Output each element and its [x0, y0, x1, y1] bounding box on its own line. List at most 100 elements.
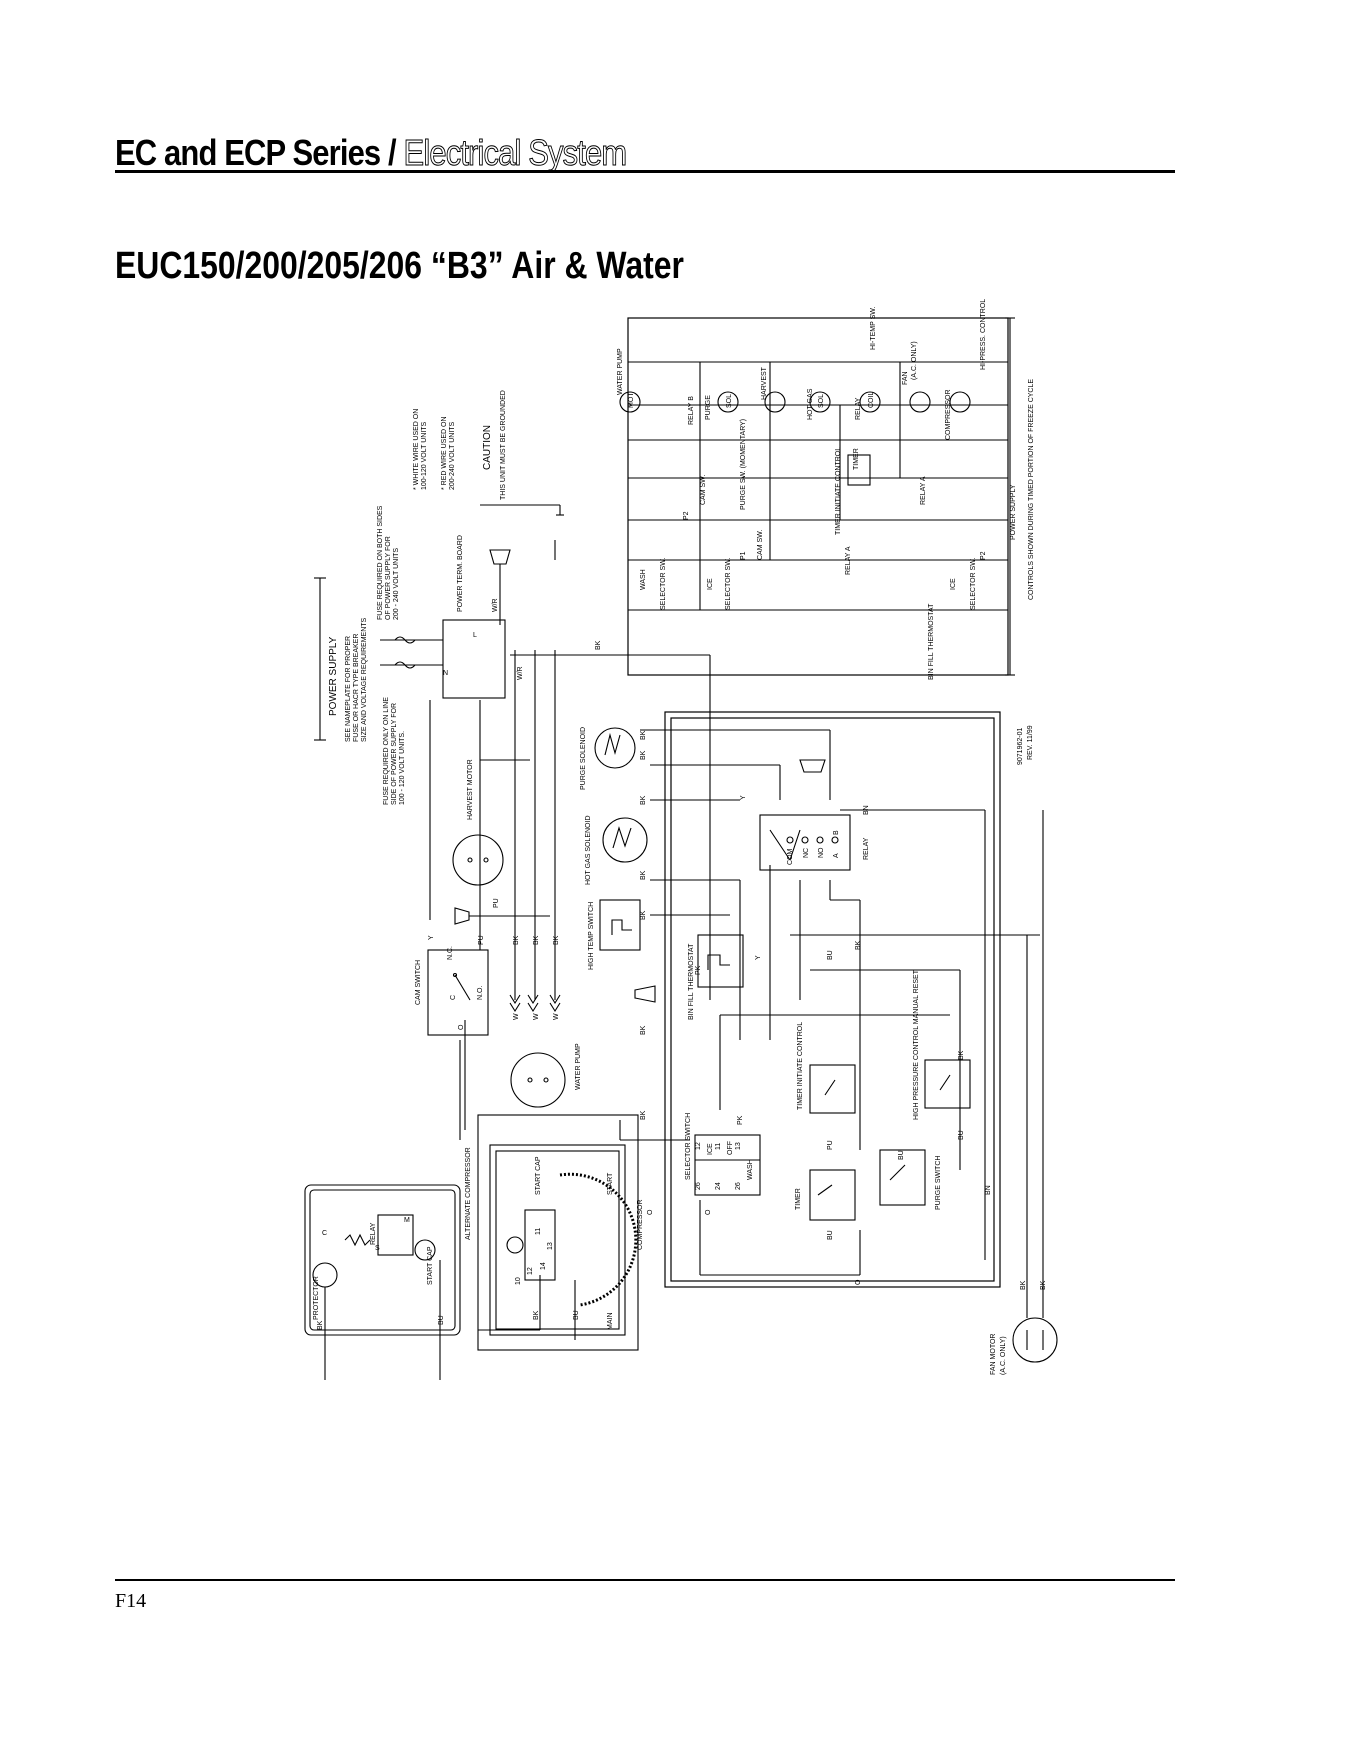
ladder-purge-sw-label: PURGE SW. (MOMENTARY) [740, 419, 747, 510]
alternate-compressor-label: ALTERNATE COMPRESSOR [465, 1147, 472, 1240]
ladder-hi-temp-label: HI-TEMP SW. [870, 307, 877, 350]
wire-bk-4: BK [595, 640, 602, 650]
purge-solenoid-label: PURGE SOLENOID [580, 727, 587, 790]
purge-solenoid-symbol [594, 727, 636, 769]
relay-a-label: A [833, 853, 840, 858]
wire-bk-3: BK [553, 935, 560, 945]
protector-relay [304, 1184, 461, 1380]
wire-bn-2: BN [985, 1185, 992, 1195]
ladder-p2-label: P2 [683, 511, 690, 520]
protector-c-label: C [322, 1230, 327, 1237]
wire-o-2: O [705, 1209, 712, 1215]
ladder-bin-fill-label: BIN FILL THERMOSTAT [928, 603, 935, 680]
wire-bu-2: BU [827, 1230, 834, 1240]
ladder-ice2-label: ICE [950, 578, 957, 590]
ladder-mot-label: MOT [628, 392, 635, 408]
ladder-p1-label: P1 [740, 551, 747, 560]
ladder-ac-only-label: (A.C. ONLY) [911, 341, 918, 380]
relay-no-label: NO [818, 847, 825, 858]
ladder-relay-b-label: RELAY B [688, 396, 695, 425]
white-wire-note-1: * WHITE WIRE USED ON [413, 409, 420, 490]
terminal-12b: 12 [527, 1267, 534, 1275]
fuse-line-2: SIDE OF POWER SUPPLY FOR [391, 703, 398, 805]
terminal-13: 13 [735, 1142, 742, 1150]
compressor-main-label: MAIN [607, 1313, 614, 1331]
ladder-power-supply-label: POWER SUPPLY [1010, 484, 1017, 540]
water-pump-label: WATER PUMP [575, 1043, 582, 1090]
selector-wash-label: WASH [747, 1159, 754, 1180]
terminal-13b: 13 [547, 1242, 554, 1250]
purge-switch-label: PURGE SWITCH [935, 1156, 942, 1210]
ladder-timer-label: TIMER [853, 448, 860, 470]
ladder-sol2-label: SOL [818, 394, 825, 408]
power-note-3: SIZE AND VOLTAGE REQUIREMENTS [361, 617, 368, 742]
wire-bk-9: BK [640, 910, 647, 920]
selector-ice-label: ICE [707, 1143, 714, 1155]
compressor [477, 1114, 639, 1351]
terminal-11: 11 [715, 1143, 722, 1150]
hot-gas-solenoid-label: HOT GAS SOLENOID [585, 816, 592, 886]
drawing-number: 9071962-01 [1017, 728, 1024, 765]
fuse-line-3: 100 - 120 VOLT UNITS. [399, 731, 406, 805]
fuse-both-2: OF POWER SUPPLY FOR [385, 536, 392, 620]
red-wire-note-1: * RED WIRE USED ON [441, 416, 448, 490]
relay-com-label: COM [787, 849, 794, 866]
water-pump-symbol [510, 1052, 566, 1108]
ladder-ice-label: ICE [707, 578, 714, 590]
wire-bk-10: BK [640, 1025, 647, 1035]
ladder-relay-a2-label: RELAY A [920, 476, 927, 505]
ladder-sol-label: SOL [726, 394, 733, 408]
ladder-relay-label: RELAY [855, 397, 862, 420]
purge-switch-symbol [879, 1149, 926, 1206]
white-wire-note-2: 100-120 VOLT UNITS [421, 421, 428, 490]
ladder-selector-sw3-label: SELECTOR SW. [970, 558, 977, 610]
wire-bk-14: BK [1020, 1280, 1027, 1290]
wr-label-2: W/R [517, 666, 524, 680]
terminal-10: 10 [515, 1277, 522, 1285]
wire-w-3: W [553, 1013, 560, 1020]
footer-rule [115, 1579, 1175, 1581]
wire-bk-2: BK [533, 935, 540, 945]
ladder-selector-sw-label: SELECTOR SW. [660, 558, 667, 610]
wire-bk-16: BK [533, 1310, 540, 1320]
section-header: EC and ECP Series / Electrical System [115, 132, 628, 174]
relay-s-label: S [375, 1245, 380, 1252]
red-wire-note-2: 200-240 VOLT UNITS [449, 421, 456, 490]
ladder-schematic [619, 317, 1015, 676]
wire-pu-3: PU [827, 1140, 834, 1150]
high-temp-switch-symbol [599, 899, 641, 951]
revision: REV. 11/99 [1027, 725, 1034, 760]
wire-pu-1: PU [478, 935, 485, 945]
cam-c-label: C [450, 995, 457, 1000]
wire-bk-17: BK [317, 1320, 324, 1330]
harvest-motor-label: HARVEST MOTOR [467, 759, 474, 820]
selector-switch-symbol [694, 1134, 761, 1196]
start-cap-label: START CAP [427, 1246, 434, 1285]
header-rule [115, 170, 1175, 173]
wire-y-1: Y [428, 935, 435, 940]
ladder-timer-initiate-label: TIMER INITIATE CONTROL [835, 447, 842, 535]
wire-bu-6: BU [438, 1315, 445, 1325]
power-supply-title: POWER SUPPLY [328, 636, 339, 716]
relay-m-label: M [404, 1217, 410, 1224]
wire-bk-1: BK [513, 935, 520, 945]
wire-bk-15: BK [1040, 1280, 1047, 1290]
terminal-26a: 26 [695, 1182, 702, 1190]
timer-initiate-control-label: TIMER INITIATE CONTROL [797, 1022, 804, 1110]
relay-symbol [759, 814, 851, 871]
ladder-coil-label: COIL [868, 392, 875, 408]
ladder-hi-press-label: HI-PRESS. CONTROL [980, 299, 987, 370]
terminal-11b: 11 [535, 1228, 542, 1235]
ladder-cam-sw2-label: CAM SW. [757, 530, 764, 560]
relay-b-label: B [833, 830, 840, 835]
ladder-p2b-label: P2 [980, 551, 987, 560]
high-pressure-control-label: HIGH PRESSURE CONTROL MANUAL RESET [913, 969, 920, 1120]
wire-bk-11: BK [640, 1110, 647, 1120]
fuse-line-1: FUSE REQUIRED ONLY ON LINE [383, 697, 390, 805]
mid-components [427, 650, 711, 1140]
bin-fill-thermostat-label: BIN FILL THERMOSTAT [688, 943, 695, 1020]
wire-o-1: O [458, 1024, 465, 1030]
section-title: Electrical System [403, 132, 628, 174]
power-note-1: SEE NAMEPLATE FOR PROPER [345, 636, 352, 742]
